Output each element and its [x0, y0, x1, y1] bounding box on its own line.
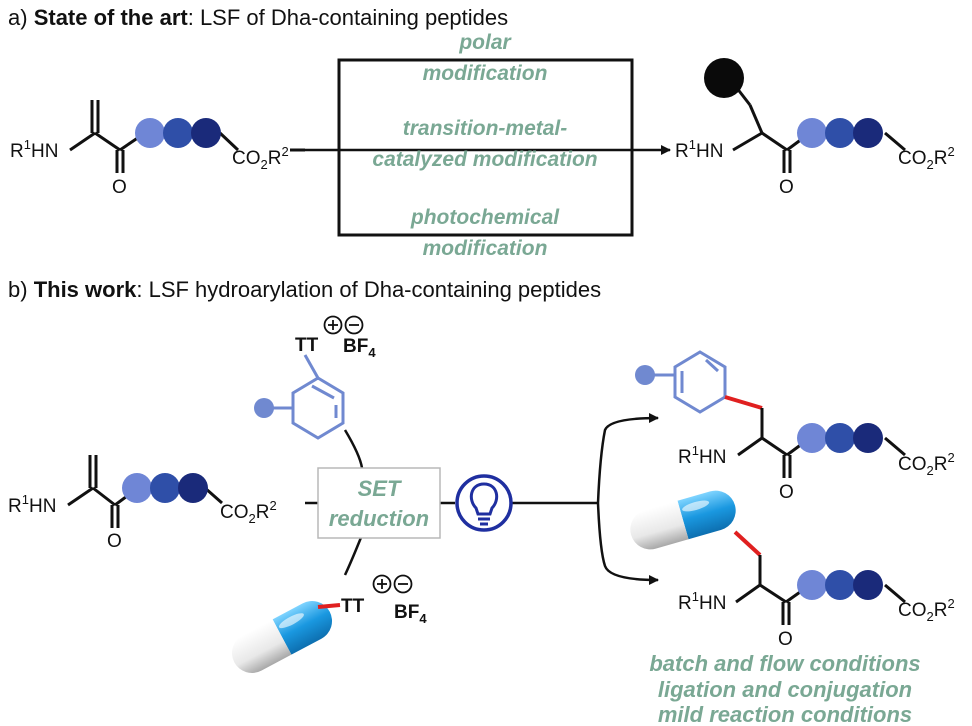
minus-charge-icon-bottom: [393, 574, 413, 594]
capsule-icon-product: [630, 490, 736, 550]
peptide-bead-1: [135, 118, 165, 148]
section-b-heading: b) This work: LSF hydroarylation of Dha-…: [8, 277, 601, 303]
product-aryl-bead-2: [825, 423, 855, 453]
product-drug-bead-3: [853, 570, 883, 600]
section-a-rest: : LSF of Dha-containing peptides: [187, 5, 509, 30]
product-drug-bead-2: [825, 570, 855, 600]
product-drug-bead-1: [797, 570, 827, 600]
method-photo-line2: modification: [423, 237, 548, 260]
set-line2: reduction: [329, 506, 429, 531]
condition-line-3: mild reaction conditions: [658, 702, 912, 726]
ester-label-product-drug: CO2R2: [898, 596, 955, 624]
section-a-heading: a) State of the art: LSF of Dha-containi…: [8, 5, 508, 31]
carbonyl-o-label-a: O: [112, 177, 127, 198]
peptide-bead-2: [163, 118, 193, 148]
ester-label-a: CO2R2: [232, 144, 289, 172]
plus-charge-icon-bottom: [372, 574, 392, 594]
set-line1: SET: [358, 476, 402, 501]
carbonyl-o-label-a-product: O: [779, 177, 794, 198]
capsule-icon-reagent: [231, 601, 333, 673]
peptide-b-bead-2: [150, 473, 180, 503]
amine-label-a: R1HN: [10, 137, 58, 162]
bf4-label-top: BF4: [343, 336, 376, 360]
method-tm-line2: catalyzed modification: [372, 148, 597, 171]
minus-charge-icon-top: [344, 315, 364, 335]
product-aryl: [635, 350, 763, 414]
peptide-bead-3: [191, 118, 221, 148]
ester-label-product-aryl: CO2R2: [898, 450, 955, 478]
amine-label-a-product: R1HN: [675, 137, 723, 162]
bf4-label-bottom: BF4: [394, 602, 427, 626]
product-aryl-bead-3: [853, 423, 883, 453]
section-b-bold: This work: [33, 277, 137, 302]
amine-label-b: R1HN: [8, 492, 56, 517]
condition-line-2: ligation and conjugation: [658, 677, 912, 702]
new-bond-reagent: [317, 603, 341, 609]
tt-label-bottom: TT: [341, 596, 365, 617]
peptide-b-bead-3: [178, 473, 208, 503]
amine-label-product-aryl: R1HN: [678, 443, 726, 468]
plus-charge-icon-top: [323, 315, 343, 335]
generic-substituent-ball: [704, 58, 744, 98]
set-reduction-box: [317, 467, 441, 539]
new-bond-product: [733, 530, 762, 557]
light-bulb-icon: [455, 474, 513, 532]
section-b-prefix: b): [8, 277, 34, 302]
ester-label-a-product: CO2R2: [898, 144, 955, 172]
reagent-line-bottom: [343, 534, 364, 576]
branch-arrow-top: [596, 413, 659, 504]
method-tm-line1: transition-metal-: [403, 117, 568, 140]
product-a-bead-2: [825, 118, 855, 148]
peptide-b-bead-1: [122, 473, 152, 503]
section-a-bold: State of the art: [33, 5, 188, 30]
product-a-bead-1: [797, 118, 827, 148]
section-b-rest: : LSF hydroarylation of Dha-containing p…: [136, 277, 602, 302]
ester-label-b: CO2R2: [220, 498, 277, 526]
reagent-line-top: [343, 429, 364, 469]
product-a-bead-3: [853, 118, 883, 148]
section-a-prefix: a): [8, 5, 34, 30]
carbonyl-o-label-product-drug: O: [778, 629, 793, 650]
aryl-tt-reagent: [254, 354, 345, 440]
carbonyl-o-label-product-aryl: O: [779, 482, 794, 503]
amine-label-product-drug: R1HN: [678, 589, 726, 614]
method-photo-line1: photochemical: [410, 206, 560, 229]
tt-label-top: TT: [295, 335, 319, 356]
methods-box: [337, 58, 634, 237]
product-aryl-bead-1: [797, 423, 827, 453]
branch-arrow-bottom: [596, 502, 659, 585]
condition-line-1: batch and flow conditions: [649, 651, 920, 676]
method-polar-line2: modification: [423, 62, 548, 85]
carbonyl-o-label-b: O: [107, 531, 122, 552]
method-polar-line1: polar: [458, 31, 512, 54]
